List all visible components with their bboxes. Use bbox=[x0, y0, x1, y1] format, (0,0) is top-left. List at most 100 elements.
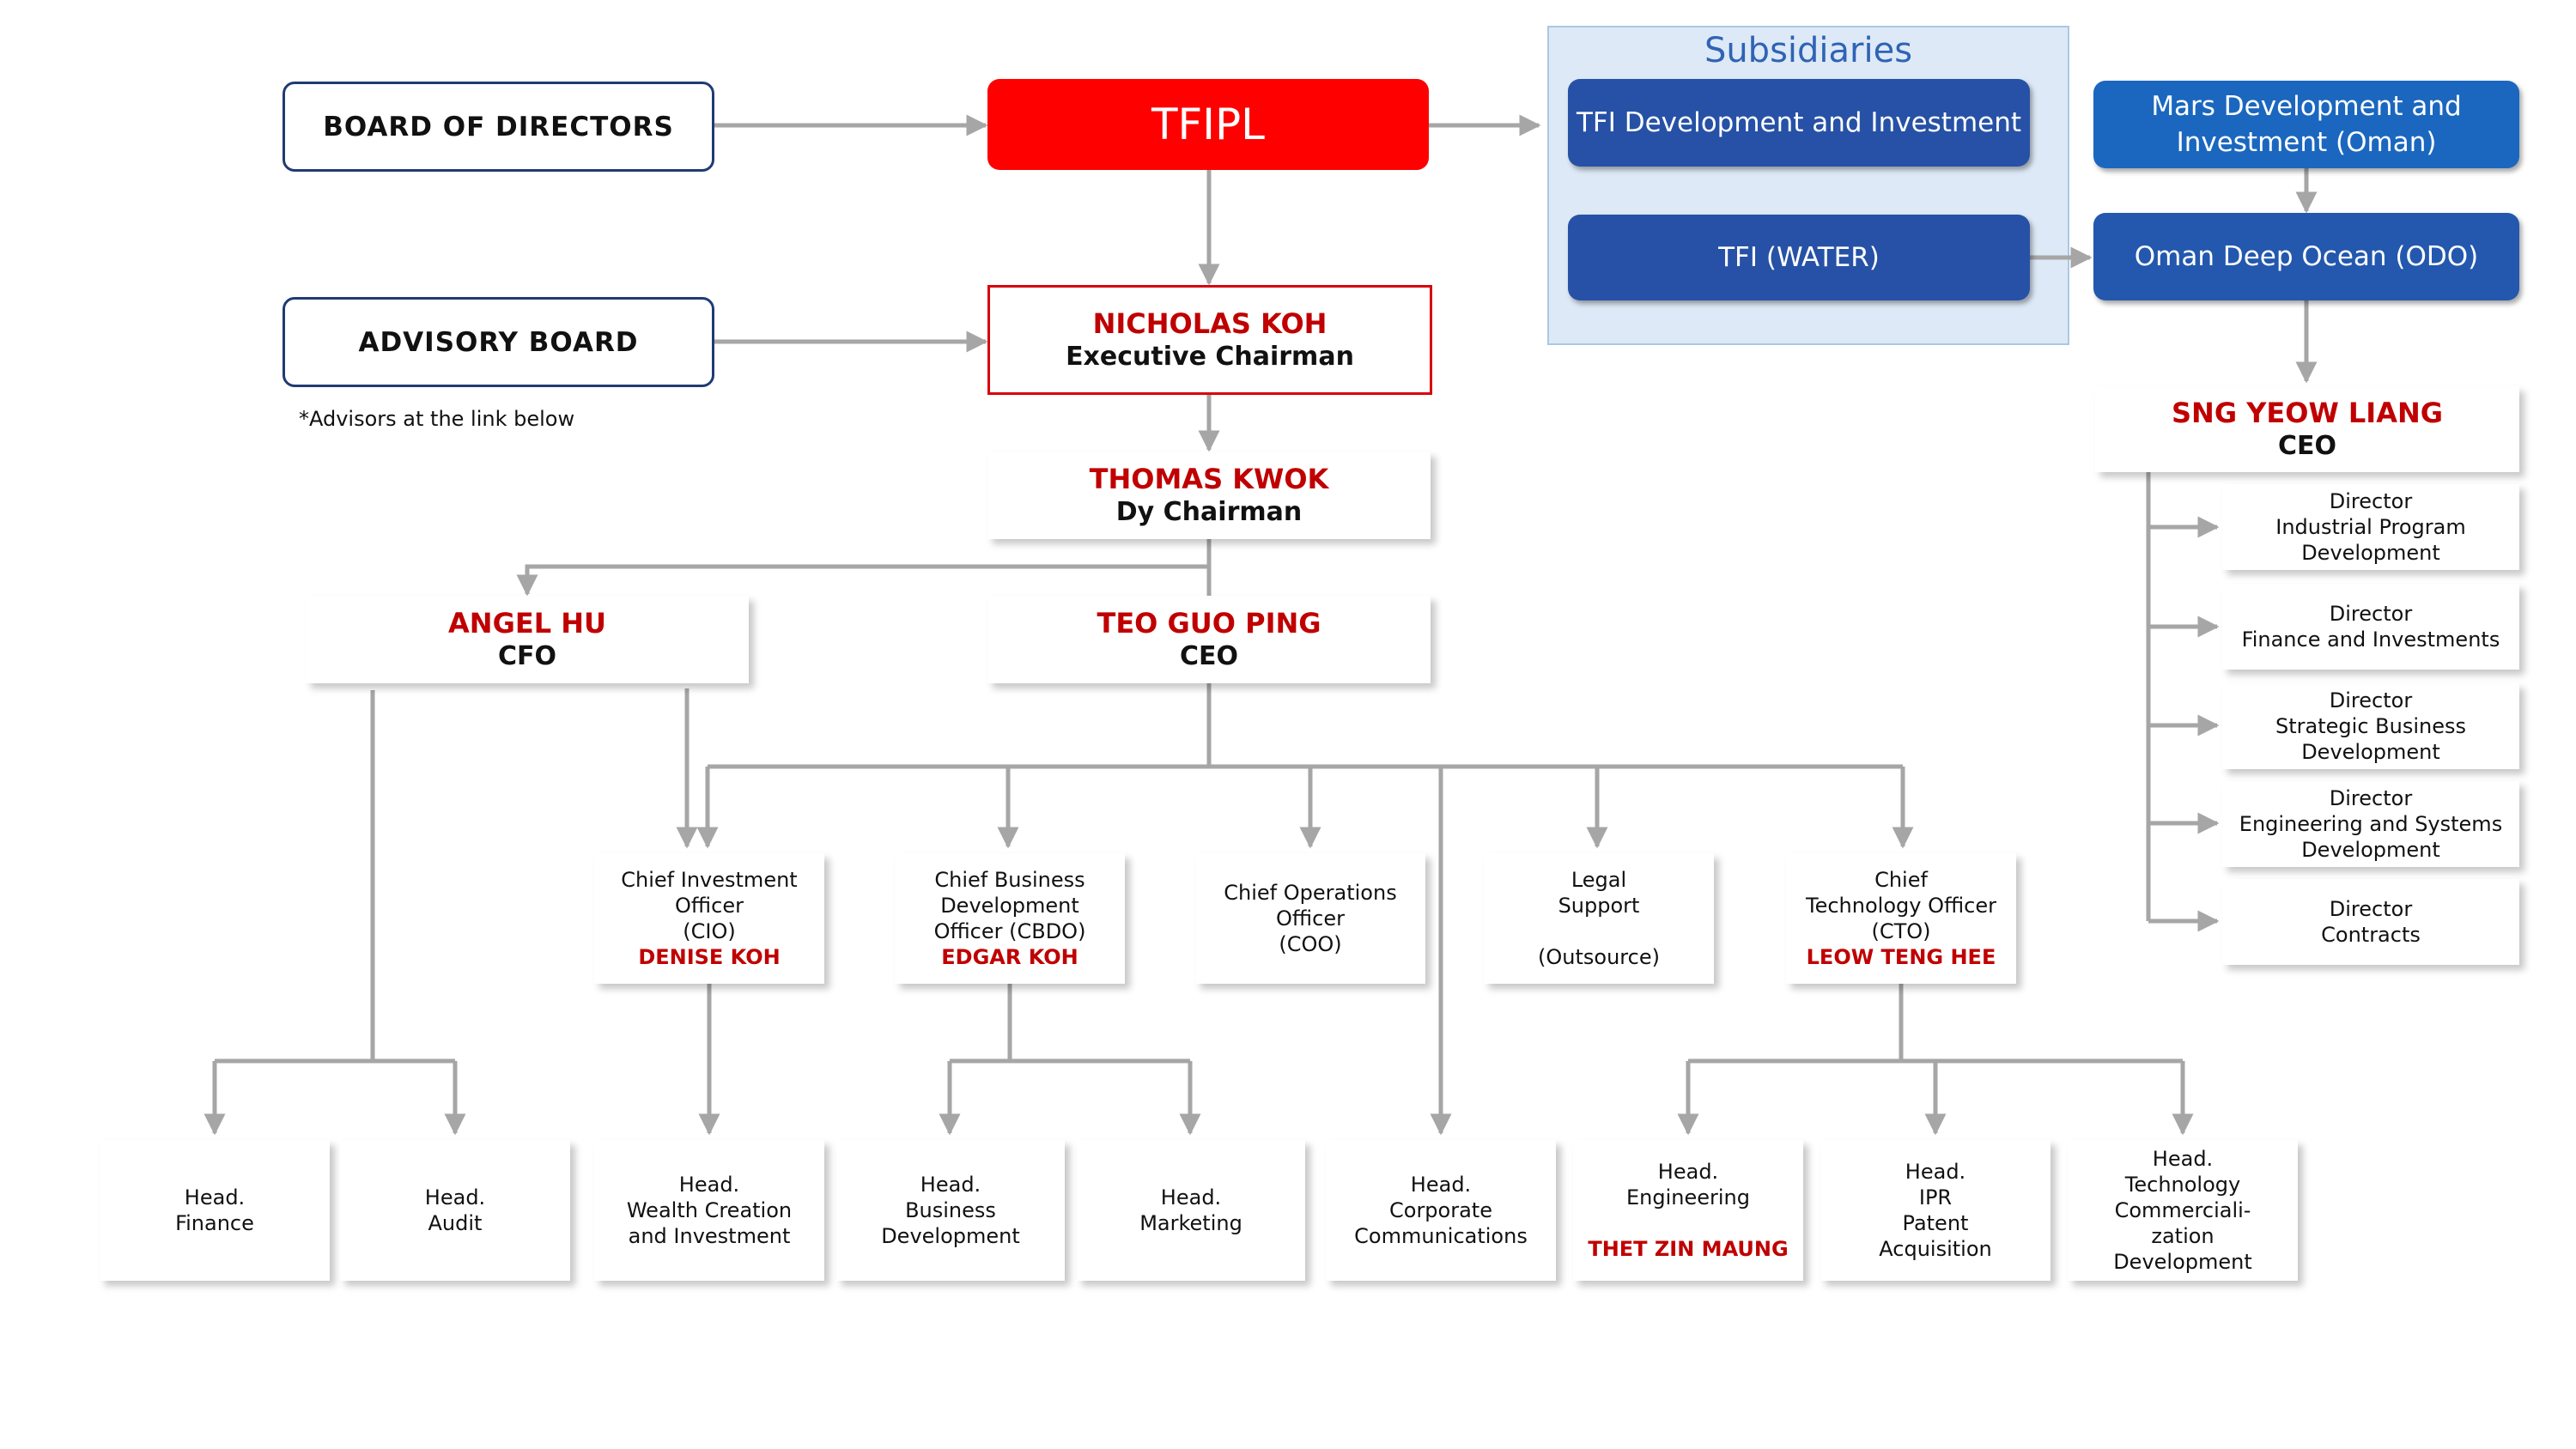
tfipl-label: TFIPL bbox=[1151, 100, 1266, 149]
cbdo-line: Chief Business bbox=[934, 868, 1085, 892]
head-line: Head. bbox=[678, 1173, 740, 1197]
head-line: Head. bbox=[2152, 1147, 2214, 1171]
head-line: Finance bbox=[175, 1211, 254, 1235]
director-contracts: Director Contracts bbox=[2222, 879, 2519, 965]
oman-ceo-title: CEO bbox=[2277, 431, 2336, 461]
head-line: Communications bbox=[1354, 1224, 1528, 1248]
head-corpcomm-box: Head. Corporate Communications bbox=[1326, 1140, 1556, 1281]
head-line: IPR bbox=[1918, 1185, 1953, 1210]
director-line: Finance and Investments bbox=[2241, 627, 2500, 652]
head-engineering-name: THET ZIN MAUNG bbox=[1588, 1237, 1789, 1261]
head-marketing-box: Head. Marketing bbox=[1077, 1140, 1305, 1281]
ceo-box: TEO GUO PING CEO bbox=[987, 596, 1431, 683]
board-of-directors-box: BOARD OF DIRECTORS bbox=[283, 82, 714, 172]
head-ipr-box: Head. IPR Patent Acquisition bbox=[1820, 1140, 2050, 1281]
oman-deep-ocean-box: Oman Deep Ocean (ODO) bbox=[2093, 213, 2519, 300]
head-line: Head. bbox=[424, 1185, 486, 1210]
board-of-directors-label: BOARD OF DIRECTORS bbox=[323, 111, 674, 142]
head-techcomm-box: Head. Technology Commerciali- zation Dev… bbox=[2068, 1140, 2298, 1281]
subsidiary-tfi-development: TFI Development and Investment bbox=[1568, 79, 2030, 167]
head-wealth-box: Head. Wealth Creation and Investment bbox=[594, 1140, 824, 1281]
mars-line-1: Mars Development and bbox=[2151, 91, 2462, 122]
head-line: Head. bbox=[184, 1185, 246, 1210]
cto-line: Technology Officer bbox=[1806, 894, 1996, 918]
director-line: Development bbox=[2301, 740, 2440, 764]
head-line: Marketing bbox=[1139, 1211, 1242, 1235]
director-label: Director bbox=[2329, 602, 2413, 626]
ceo-name: TEO GUO PING bbox=[1097, 607, 1321, 640]
head-line: Wealth Creation bbox=[626, 1198, 793, 1222]
director-label: Director bbox=[2329, 688, 2413, 712]
director-line: Development bbox=[2301, 838, 2440, 862]
director-line: Contracts bbox=[2321, 923, 2421, 947]
head-line: Head. bbox=[1160, 1185, 1222, 1210]
legal-line: Legal bbox=[1571, 868, 1627, 892]
director-line: Strategic Business bbox=[2275, 714, 2466, 738]
advisory-board-label: ADVISORY BOARD bbox=[358, 326, 639, 358]
cfo-name: ANGEL HU bbox=[448, 607, 606, 640]
head-line: Business bbox=[905, 1198, 996, 1222]
cio-line: (CIO) bbox=[683, 919, 736, 943]
cio-line: Chief Investment bbox=[621, 868, 798, 892]
director-finance-investments: Director Finance and Investments bbox=[2222, 584, 2519, 670]
cto-line: Chief bbox=[1874, 868, 1928, 892]
director-strategic-business: Director Strategic Business Development bbox=[2222, 683, 2519, 769]
advisors-note: *Advisors at the link below bbox=[299, 407, 575, 431]
mars-development-box: Mars Development and Investment (Oman) bbox=[2093, 81, 2519, 168]
director-industrial-program: Director Industrial Program Development bbox=[2222, 484, 2519, 570]
cbdo-name: EDGAR KOH bbox=[941, 945, 1078, 969]
director-line: Industrial Program bbox=[2275, 515, 2466, 539]
director-label: Director bbox=[2329, 897, 2413, 921]
cbdo-box: Chief Business Development Officer (CBDO… bbox=[895, 853, 1125, 984]
cbdo-line: Development bbox=[940, 894, 1079, 918]
cbdo-line: Officer (CBDO) bbox=[933, 919, 1086, 943]
head-line: Patent bbox=[1902, 1211, 1969, 1235]
ceo-title: CEO bbox=[1179, 641, 1238, 671]
head-line: and Investment bbox=[628, 1224, 791, 1248]
subsidiary-tfi-development-label: TFI Development and Investment bbox=[1576, 107, 2022, 138]
executive-chairman-name: NICHOLAS KOH bbox=[1092, 307, 1327, 340]
head-line: Head. bbox=[1657, 1160, 1719, 1184]
subsidiary-tfi-water-label: TFI (WATER) bbox=[1718, 242, 1880, 273]
head-finance-box: Head. Finance bbox=[100, 1140, 330, 1281]
head-line: Head. bbox=[1905, 1160, 1966, 1184]
oman-ceo-name: SNG YEOW LIANG bbox=[2171, 397, 2443, 429]
dy-chairman-box: THOMAS KWOK Dy Chairman bbox=[987, 452, 1431, 539]
head-line: zation bbox=[2151, 1224, 2215, 1248]
director-engineering-systems: Director Engineering and Systems Develop… bbox=[2222, 781, 2519, 867]
head-line: Technology bbox=[2124, 1173, 2241, 1197]
legal-support-box: Legal Support (Outsource) bbox=[1484, 853, 1714, 984]
head-line: Corporate bbox=[1389, 1198, 1492, 1222]
director-label: Director bbox=[2329, 786, 2413, 810]
head-line: Acquisition bbox=[1879, 1237, 1992, 1261]
director-line: Development bbox=[2301, 541, 2440, 565]
mars-line-2: Investment (Oman) bbox=[2176, 127, 2437, 158]
executive-chairman-box: NICHOLAS KOH Executive Chairman bbox=[987, 285, 1432, 395]
cfo-box: ANGEL HU CFO bbox=[306, 596, 749, 683]
subsidiary-tfi-water: TFI (WATER) bbox=[1568, 215, 2030, 300]
cto-line: (CTO) bbox=[1871, 919, 1931, 943]
head-line: Engineering bbox=[1626, 1185, 1750, 1210]
subsidiaries-title: Subsidiaries bbox=[1704, 31, 1913, 70]
director-line: Engineering and Systems bbox=[2239, 812, 2503, 836]
cio-name: DENISE KOH bbox=[638, 945, 781, 969]
director-label: Director bbox=[2329, 489, 2413, 513]
head-line: Development bbox=[881, 1224, 1020, 1248]
head-line: Head. bbox=[1410, 1173, 1472, 1197]
coo-line: (COO) bbox=[1279, 932, 1342, 956]
oman-deep-ocean-label: Oman Deep Ocean (ODO) bbox=[2134, 241, 2479, 272]
cio-line: Officer bbox=[675, 894, 744, 918]
head-bizdev-box: Head. Business Development bbox=[836, 1140, 1065, 1281]
head-line: Development bbox=[2113, 1250, 2252, 1274]
oman-ceo-box: SNG YEOW LIANG CEO bbox=[2095, 386, 2519, 472]
head-line: Head. bbox=[920, 1173, 981, 1197]
cio-box: Chief Investment Officer (CIO) DENISE KO… bbox=[594, 853, 824, 984]
coo-line: Officer bbox=[1276, 906, 1345, 931]
legal-line: Support bbox=[1558, 894, 1640, 918]
executive-chairman-title: Executive Chairman bbox=[1066, 342, 1354, 372]
cfo-title: CFO bbox=[497, 641, 556, 671]
dy-chairman-title: Dy Chairman bbox=[1115, 497, 1303, 527]
legal-line: (Outsource) bbox=[1538, 945, 1660, 969]
tfipl-box: TFIPL bbox=[987, 79, 1429, 170]
